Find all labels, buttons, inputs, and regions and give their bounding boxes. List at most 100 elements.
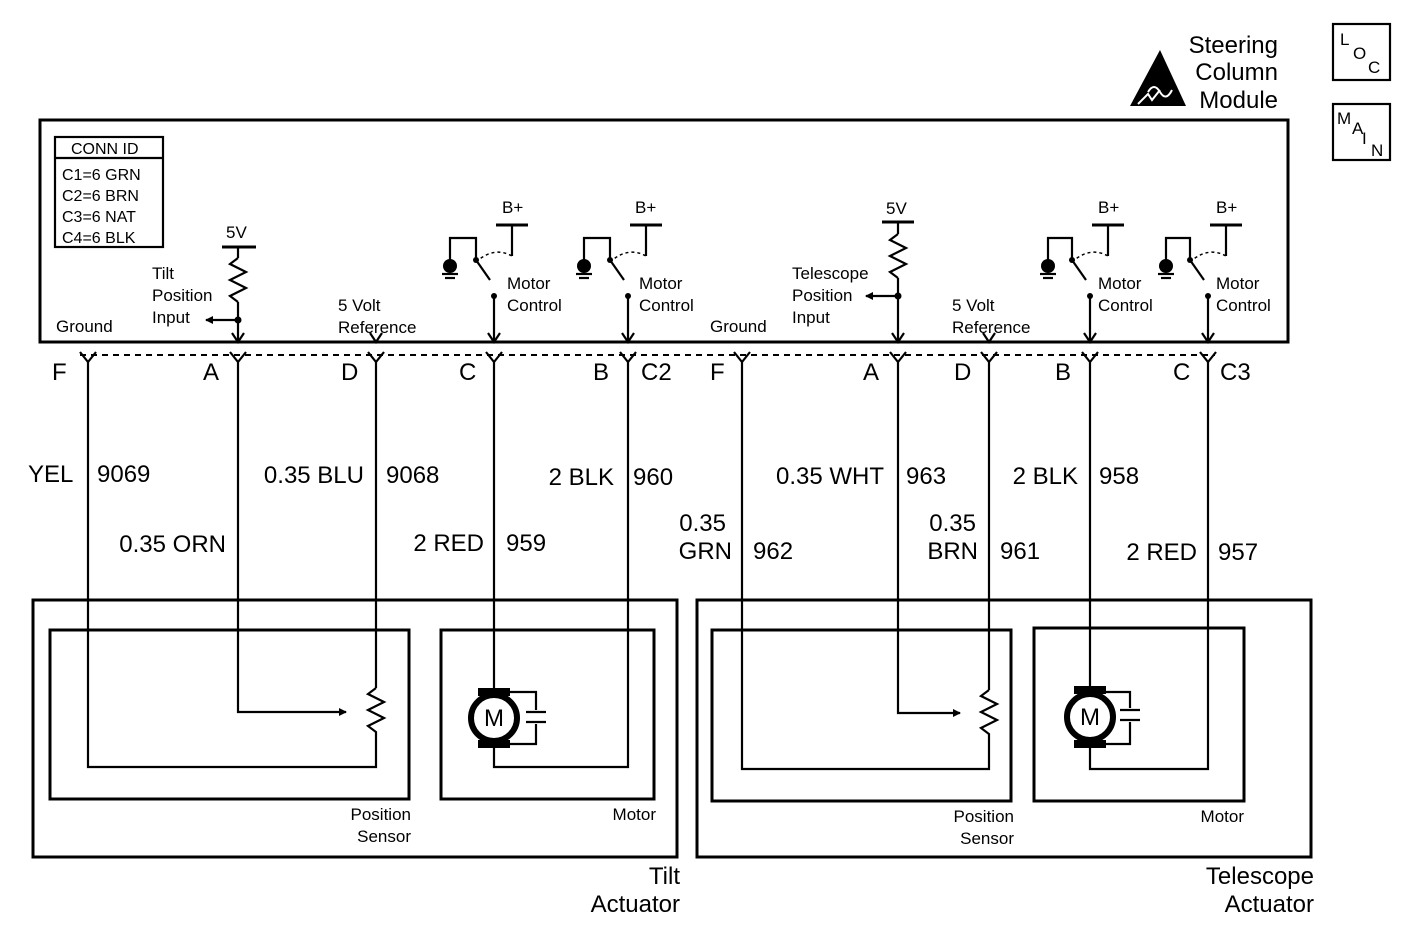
tilt-position-sensor-box (48, 628, 411, 801)
left-bplus-2: B+ (635, 198, 656, 217)
loc-button[interactable]: L O C (1331, 22, 1392, 82)
tilt-sensor-label-line2: Sensor (357, 827, 411, 846)
right-motor-ctrl2-line2: Control (1216, 296, 1271, 315)
tilt-wiring (86, 368, 630, 769)
right-motor-ctrl1-line2: Control (1098, 296, 1153, 315)
right-bplus-1: B+ (1098, 198, 1119, 217)
left-pin-d-arrow (369, 332, 383, 344)
right-wire-d-color-line2: BRN (927, 538, 978, 565)
right-wire-b-circuit: 958 (1099, 463, 1139, 490)
right-pin-c: C (1173, 359, 1190, 386)
telescope-motor-box (1032, 626, 1246, 803)
tilt-motor-box (439, 628, 656, 801)
main-letter-i: I (1362, 129, 1367, 148)
tele-input-line3: Input (792, 308, 830, 327)
tele-sensor-label-line2: Sensor (960, 829, 1014, 848)
conn-id-header: CONN ID (71, 141, 139, 158)
tilt-actuator-label-line2: Actuator (591, 891, 680, 918)
left-motor-control-switch-1 (442, 223, 528, 344)
telescope-motor-symbol: M (1080, 704, 1100, 731)
loc-letter-o: O (1353, 44, 1366, 63)
left-5v-label: 5V (226, 223, 247, 242)
tele-motor-label: Motor (1201, 807, 1245, 826)
conn-id-row-c4: C4=6 BLK (62, 230, 136, 247)
left-wire-d-color: 0.35 BLU (264, 462, 364, 489)
telescope-motor-icon (1064, 686, 1140, 748)
left-wire-f-circuit: 9069 (97, 461, 150, 488)
right-wire-b-color: 2 BLK (1013, 463, 1078, 490)
left-motor-control-switch-2 (576, 223, 662, 344)
left-pin-d: D (341, 359, 358, 386)
right-connector-id: C3 (1220, 359, 1251, 386)
left-motor-ctrl1-line2: Control (507, 296, 562, 315)
tilt-motor-symbol: M (484, 705, 504, 732)
tilt-input-line1: Tilt (152, 264, 174, 283)
module-title-line3: Module (1199, 87, 1278, 114)
right-ref-line1: 5 Volt (952, 296, 995, 315)
left-wire-a-color: 0.35 ORN (119, 531, 226, 558)
left-motor-ctrl2-line1: Motor (639, 274, 683, 293)
telescope-position-sensor-box (710, 628, 1013, 803)
tilt-actuator-label-line1: Tilt (649, 863, 680, 890)
left-ground-label: Ground (56, 317, 113, 336)
right-wire-a-color: 0.35 WHT (776, 463, 884, 490)
left-pin-c: C (459, 359, 476, 386)
right-pin-d: D (954, 359, 971, 386)
right-bplus-2: B+ (1216, 198, 1237, 217)
left-motor-ctrl2-line2: Control (639, 296, 694, 315)
tele-input-line2: Position (792, 286, 852, 305)
right-wire-f-color-line1: 0.35 (679, 510, 726, 537)
left-ref-line1: 5 Volt (338, 296, 381, 315)
left-wire-b-circuit: 960 (633, 464, 673, 491)
right-ref-line2: Reference (952, 318, 1030, 337)
connector-terminals (79, 351, 1217, 368)
left-pin-a: A (203, 359, 219, 386)
left-ref-line2: Reference (338, 318, 416, 337)
conn-id-row-c2: C2=6 BRN (62, 188, 139, 205)
right-wire-f-circuit: 962 (753, 538, 793, 565)
module-title-line2: Column (1195, 59, 1278, 86)
tele-actuator-label-line2: Actuator (1225, 891, 1314, 918)
left-wire-f-color: YEL (28, 461, 73, 488)
right-motor-control-switch-2 (1158, 223, 1242, 344)
loc-letter-l: L (1340, 30, 1349, 49)
conn-id-row-c1: C1=6 GRN (62, 167, 141, 184)
left-connector-id: C2 (641, 359, 672, 386)
right-5v-pullup (865, 220, 914, 344)
main-button[interactable]: M A I N (1331, 102, 1392, 162)
right-wire-c-color: 2 RED (1126, 539, 1197, 566)
left-motor-ctrl1-line1: Motor (507, 274, 551, 293)
main-letter-a: A (1352, 119, 1364, 138)
tele-input-line1: Telescope (792, 264, 869, 283)
conn-id-table: CONN ID C1=6 GRN C2=6 BRN C3=6 NAT C4=6 … (53, 135, 165, 249)
tilt-input-line3: Input (152, 308, 190, 327)
right-pin-b: B (1055, 359, 1071, 386)
left-5v-pullup (205, 245, 256, 344)
tele-sensor-label-line1: Position (954, 807, 1014, 826)
telescope-wiring (740, 368, 1210, 771)
left-pin-f: F (52, 359, 67, 386)
left-bplus-1: B+ (502, 198, 523, 217)
right-wire-f-color-line2: GRN (679, 538, 732, 565)
right-pin-a: A (863, 359, 879, 386)
telescope-actuator-box (695, 598, 1313, 859)
right-wire-c-circuit: 957 (1218, 539, 1258, 566)
right-wire-d-color-line1: 0.35 (929, 510, 976, 537)
left-wire-c-color: 2 RED (413, 530, 484, 557)
right-motor-ctrl2-line1: Motor (1216, 274, 1260, 293)
loc-letter-c: C (1368, 58, 1380, 77)
left-wire-b-color: 2 BLK (549, 464, 614, 491)
main-letter-m: M (1337, 109, 1351, 128)
tilt-actuator-box (31, 598, 679, 859)
tilt-sensor-label-line1: Position (351, 805, 411, 824)
module-title-line1: Steering (1189, 32, 1278, 59)
tilt-input-line2: Position (152, 286, 212, 305)
right-motor-control-switch-1 (1040, 223, 1124, 344)
right-pin-d-arrow (982, 332, 996, 344)
conn-id-row-c3: C3=6 NAT (62, 209, 136, 226)
right-ground-label: Ground (710, 317, 767, 336)
right-5v-label: 5V (886, 199, 907, 218)
right-wire-d-circuit: 961 (1000, 538, 1040, 565)
left-wire-c-circuit: 959 (506, 530, 546, 557)
